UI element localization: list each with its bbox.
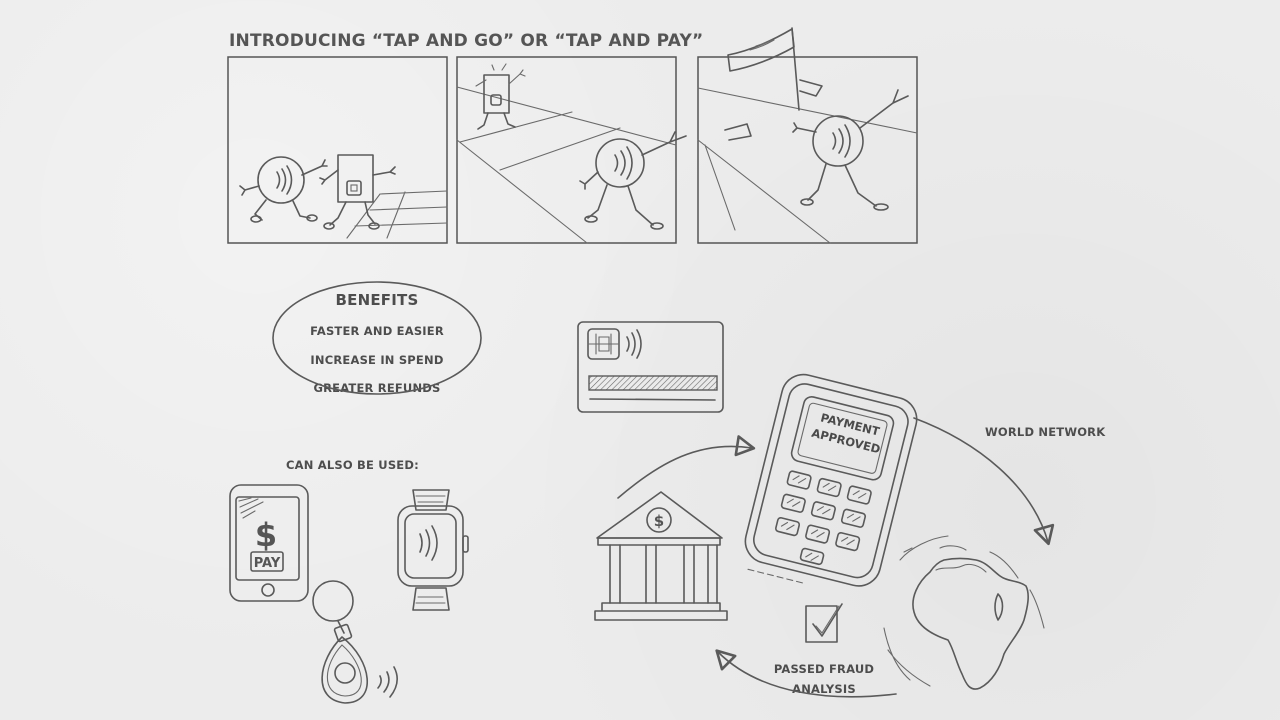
terminal-keypad — [774, 470, 872, 566]
fraud-label-line: PASSED FRAUD — [773, 662, 875, 676]
bank-icon: $ — [594, 491, 728, 621]
comic-panel-1 — [227, 56, 448, 244]
chip-card-character-icon — [319, 154, 396, 230]
network-to-bank-arrow — [715, 649, 897, 698]
finish-flag-icon — [724, 27, 823, 141]
pay-button-label: PAY — [254, 556, 281, 571]
comic-panel-3 — [697, 27, 918, 244]
contactless-card-icon — [577, 321, 724, 413]
smartphone-pay-icon: $ PAY — [229, 484, 309, 602]
page-title: INTRODUCING “TAP AND GO” OR “TAP AND PAY… — [229, 31, 704, 51]
payment-terminal-icon — [744, 373, 918, 587]
benefit-item: FASTER AND EASIER — [310, 324, 444, 338]
benefits-bubble: BENEFITS FASTER AND EASIER INCREASE IN S… — [272, 282, 482, 395]
benefits-heading: BENEFITS — [335, 291, 419, 309]
contactless-card-character-icon — [239, 156, 328, 223]
benefit-item: INCREASE IN SPEND — [310, 353, 444, 367]
smartwatch-icon — [397, 489, 469, 611]
fraud-label: PASSED FRAUD ANALYSIS — [768, 659, 880, 699]
chip-card-character-icon — [475, 63, 526, 130]
contactless-card-character-icon — [579, 131, 687, 230]
terminal-to-network-arrow — [913, 417, 1055, 546]
key-fob-icon — [312, 580, 398, 704]
world-network-label: WORLD NETWORK — [985, 425, 1106, 439]
bank-to-terminal-arrow — [617, 435, 756, 499]
dollar-sign: $ — [255, 516, 277, 554]
globe-icon — [883, 535, 1045, 690]
comic-panel-2 — [456, 56, 687, 244]
bank-dollar-symbol: $ — [654, 512, 664, 530]
benefits-ellipse — [272, 281, 482, 395]
checkbox-icon — [805, 603, 843, 643]
fraud-label-line: ANALYSIS — [792, 682, 856, 696]
also-used-label: CAN ALSO BE USED: — [286, 458, 419, 472]
contactless-card-character-icon — [792, 89, 909, 211]
